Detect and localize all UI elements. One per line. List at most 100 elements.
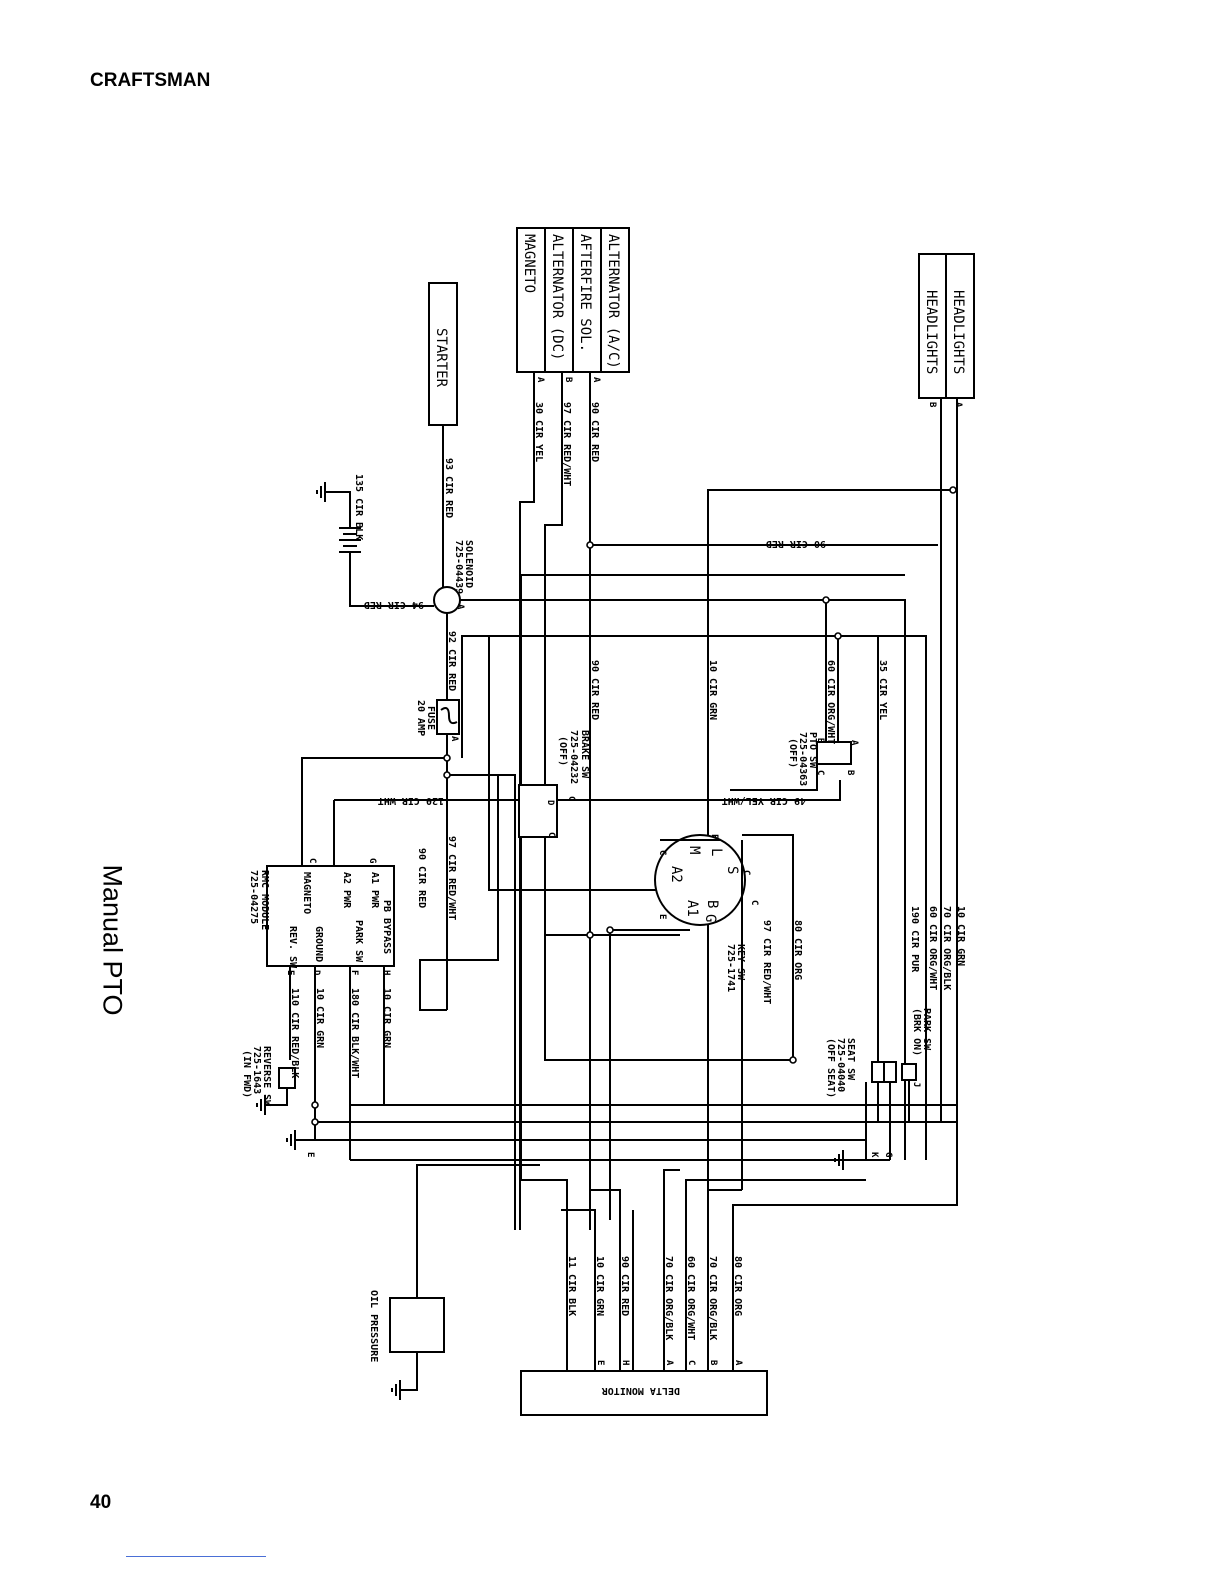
svg-text:E: E <box>595 1360 605 1365</box>
svg-text:A: A <box>535 377 545 383</box>
svg-text:L: L <box>708 848 724 856</box>
delta-monitor-pins: A B C A H E <box>595 1360 743 1366</box>
svg-text:A: A <box>733 1360 743 1366</box>
svg-text:BRAKE SW: BRAKE SW <box>579 730 590 779</box>
svg-text:(OFF): (OFF) <box>787 738 798 768</box>
svg-text:70 CIR ORG/BLK: 70 CIR ORG/BLK <box>663 1256 674 1340</box>
svg-text:C: C <box>686 1360 696 1365</box>
svg-text:PARK SW: PARK SW <box>353 920 364 963</box>
svg-text:10 CIR GRN: 10 CIR GRN <box>314 988 325 1048</box>
svg-text:90 CIR RED: 90 CIR RED <box>766 538 826 549</box>
delta-monitor-label: DELTA MONITOR <box>601 1385 680 1396</box>
fuse-rating: 20 AMP <box>415 700 426 736</box>
svg-text:97 CIR RED/WHT: 97 CIR RED/WHT <box>761 920 772 1004</box>
svg-text:PB BYPASS: PB BYPASS <box>381 900 392 954</box>
svg-text:90 CIR RED: 90 CIR RED <box>416 848 427 908</box>
svg-text:A1 PWR: A1 PWR <box>369 872 380 909</box>
oil-pressure-label: OIL PRESSURE <box>368 1290 379 1362</box>
svg-text:E: E <box>657 914 667 919</box>
svg-text:C: C <box>749 900 759 905</box>
svg-text:A: A <box>849 740 859 746</box>
svg-text:190 CIR PUR: 190 CIR PUR <box>909 906 920 973</box>
svg-text:C: C <box>307 858 317 863</box>
svg-text:A2 PWR: A2 PWR <box>341 872 352 909</box>
svg-text:REVERSE SW: REVERSE SW <box>261 1046 272 1107</box>
svg-text:C: C <box>657 850 667 855</box>
svg-text:C: C <box>741 870 751 875</box>
svg-text:180 CIR BLK/WHT: 180 CIR BLK/WHT <box>349 988 360 1078</box>
svg-text:C: C <box>566 796 576 801</box>
svg-text:10 CIR GRN: 10 CIR GRN <box>594 1256 605 1316</box>
svg-text:90 CIR RED: 90 CIR RED <box>589 660 600 720</box>
svg-text:J: J <box>911 1082 921 1087</box>
svg-text:A: A <box>591 377 601 383</box>
svg-text:S: S <box>724 866 740 874</box>
svg-text:GROUND: GROUND <box>313 926 324 962</box>
svg-text:B: B <box>704 900 720 908</box>
svg-text:F: F <box>349 970 359 975</box>
svg-text:60 CIR ORG/WHT: 60 CIR ORG/WHT <box>685 1256 696 1340</box>
svg-text:49 CIR YEL/WHT: 49 CIR YEL/WHT <box>722 795 806 806</box>
svg-text:725-04232: 725-04232 <box>568 730 579 784</box>
svg-text:H: H <box>381 970 391 975</box>
svg-text:REV. SW: REV. SW <box>287 926 298 969</box>
headlight-1-label: HEADLIGHTS <box>950 290 966 374</box>
svg-text:A2: A2 <box>668 866 684 883</box>
svg-text:725-1643: 725-1643 <box>251 1046 262 1094</box>
footer-rule <box>126 1556 266 1557</box>
fuse-label: FUSE <box>425 706 436 730</box>
svg-text:80 CIR ORG: 80 CIR ORG <box>792 920 803 980</box>
solenoid-label: SOLENOID <box>463 540 474 588</box>
alternator-dc-label: ALTERNATOR (DC) <box>549 234 565 360</box>
svg-text:A: A <box>664 1360 674 1366</box>
svg-text:PTO SW: PTO SW <box>807 732 818 769</box>
svg-text:94 CIR RED: 94 CIR RED <box>364 599 424 610</box>
svg-text:SEAT SW: SEAT SW <box>845 1038 856 1081</box>
svg-text:70 CIR ORG/BLK: 70 CIR ORG/BLK <box>707 1256 718 1340</box>
svg-text:93 CIR RED: 93 CIR RED <box>443 458 454 518</box>
component-labels: SOLENOID 725-04439 FUSE 20 AMP BRAKE SW … <box>241 540 932 1107</box>
svg-text:KEY SW: KEY SW <box>735 944 746 981</box>
svg-text:MAGNETO: MAGNETO <box>301 872 312 914</box>
svg-text:97 CIR RED/WHT: 97 CIR RED/WHT <box>561 402 572 486</box>
headlights-block: HEADLIGHTS HEADLIGHTS A B <box>918 253 975 408</box>
rmc-module-part: 725-04275 <box>248 870 259 924</box>
svg-text:F: F <box>709 834 719 839</box>
svg-text:(OFF SEAT): (OFF SEAT) <box>825 1038 836 1098</box>
svg-text:G: G <box>883 1152 893 1157</box>
svg-text:92 CIR RED: 92 CIR RED <box>446 631 457 691</box>
rmc-module-label: RMC MODULE <box>259 870 270 930</box>
svg-text:D: D <box>545 800 555 806</box>
svg-text:10 CIR GRN: 10 CIR GRN <box>381 988 392 1048</box>
wire-labels: 90 CIR RED 97 CIR RED/WHT 30 CIR YEL 93 … <box>289 402 966 1340</box>
svg-text:80 CIR ORG: 80 CIR ORG <box>732 1256 743 1316</box>
svg-text:G: G <box>367 858 377 863</box>
svg-text:G: G <box>702 914 718 922</box>
brand-name: CRAFTSMAN <box>90 70 211 91</box>
svg-text:60 CIR ORG/WHT: 60 CIR ORG/WHT <box>927 906 938 990</box>
svg-text:70 CIR ORG/BLK: 70 CIR ORG/BLK <box>941 906 952 990</box>
svg-text:10 CIR GRN: 10 CIR GRN <box>707 660 718 720</box>
svg-text:90 CIR RED: 90 CIR RED <box>589 402 600 462</box>
svg-text:60 CIR ORG/WHT: 60 CIR ORG/WHT <box>825 660 836 744</box>
svg-text:725-04040: 725-04040 <box>835 1038 846 1092</box>
svg-text:B: B <box>563 377 573 383</box>
svg-text:A1: A1 <box>684 900 700 917</box>
svg-text:90 CIR RED: 90 CIR RED <box>619 1256 630 1316</box>
svg-text:B: B <box>815 738 825 744</box>
svg-text:725-1741: 725-1741 <box>725 944 736 992</box>
wiring-lines <box>256 372 958 1400</box>
svg-text:30 CIR YEL: 30 CIR YEL <box>533 402 544 462</box>
svg-text:C: C <box>815 770 825 775</box>
svg-text:10 CIR GRN: 10 CIR GRN <box>955 906 966 966</box>
svg-text:K: K <box>869 1152 879 1158</box>
headlight-2-label: HEADLIGHTS <box>923 290 939 374</box>
starter-label: STARTER <box>433 328 449 388</box>
svg-text:(BRK ON): (BRK ON) <box>911 1008 922 1056</box>
svg-text:B: B <box>927 402 937 408</box>
delta-monitor-block: DELTA MONITOR <box>520 1370 768 1416</box>
svg-text:C: C <box>546 832 556 837</box>
alternator-ac-label: ALTERNATOR (A/C) <box>605 234 621 369</box>
rmc-module-block: A1 PWR A2 PWR MAGNETO PB BYPASS PARK SW … <box>248 858 395 976</box>
